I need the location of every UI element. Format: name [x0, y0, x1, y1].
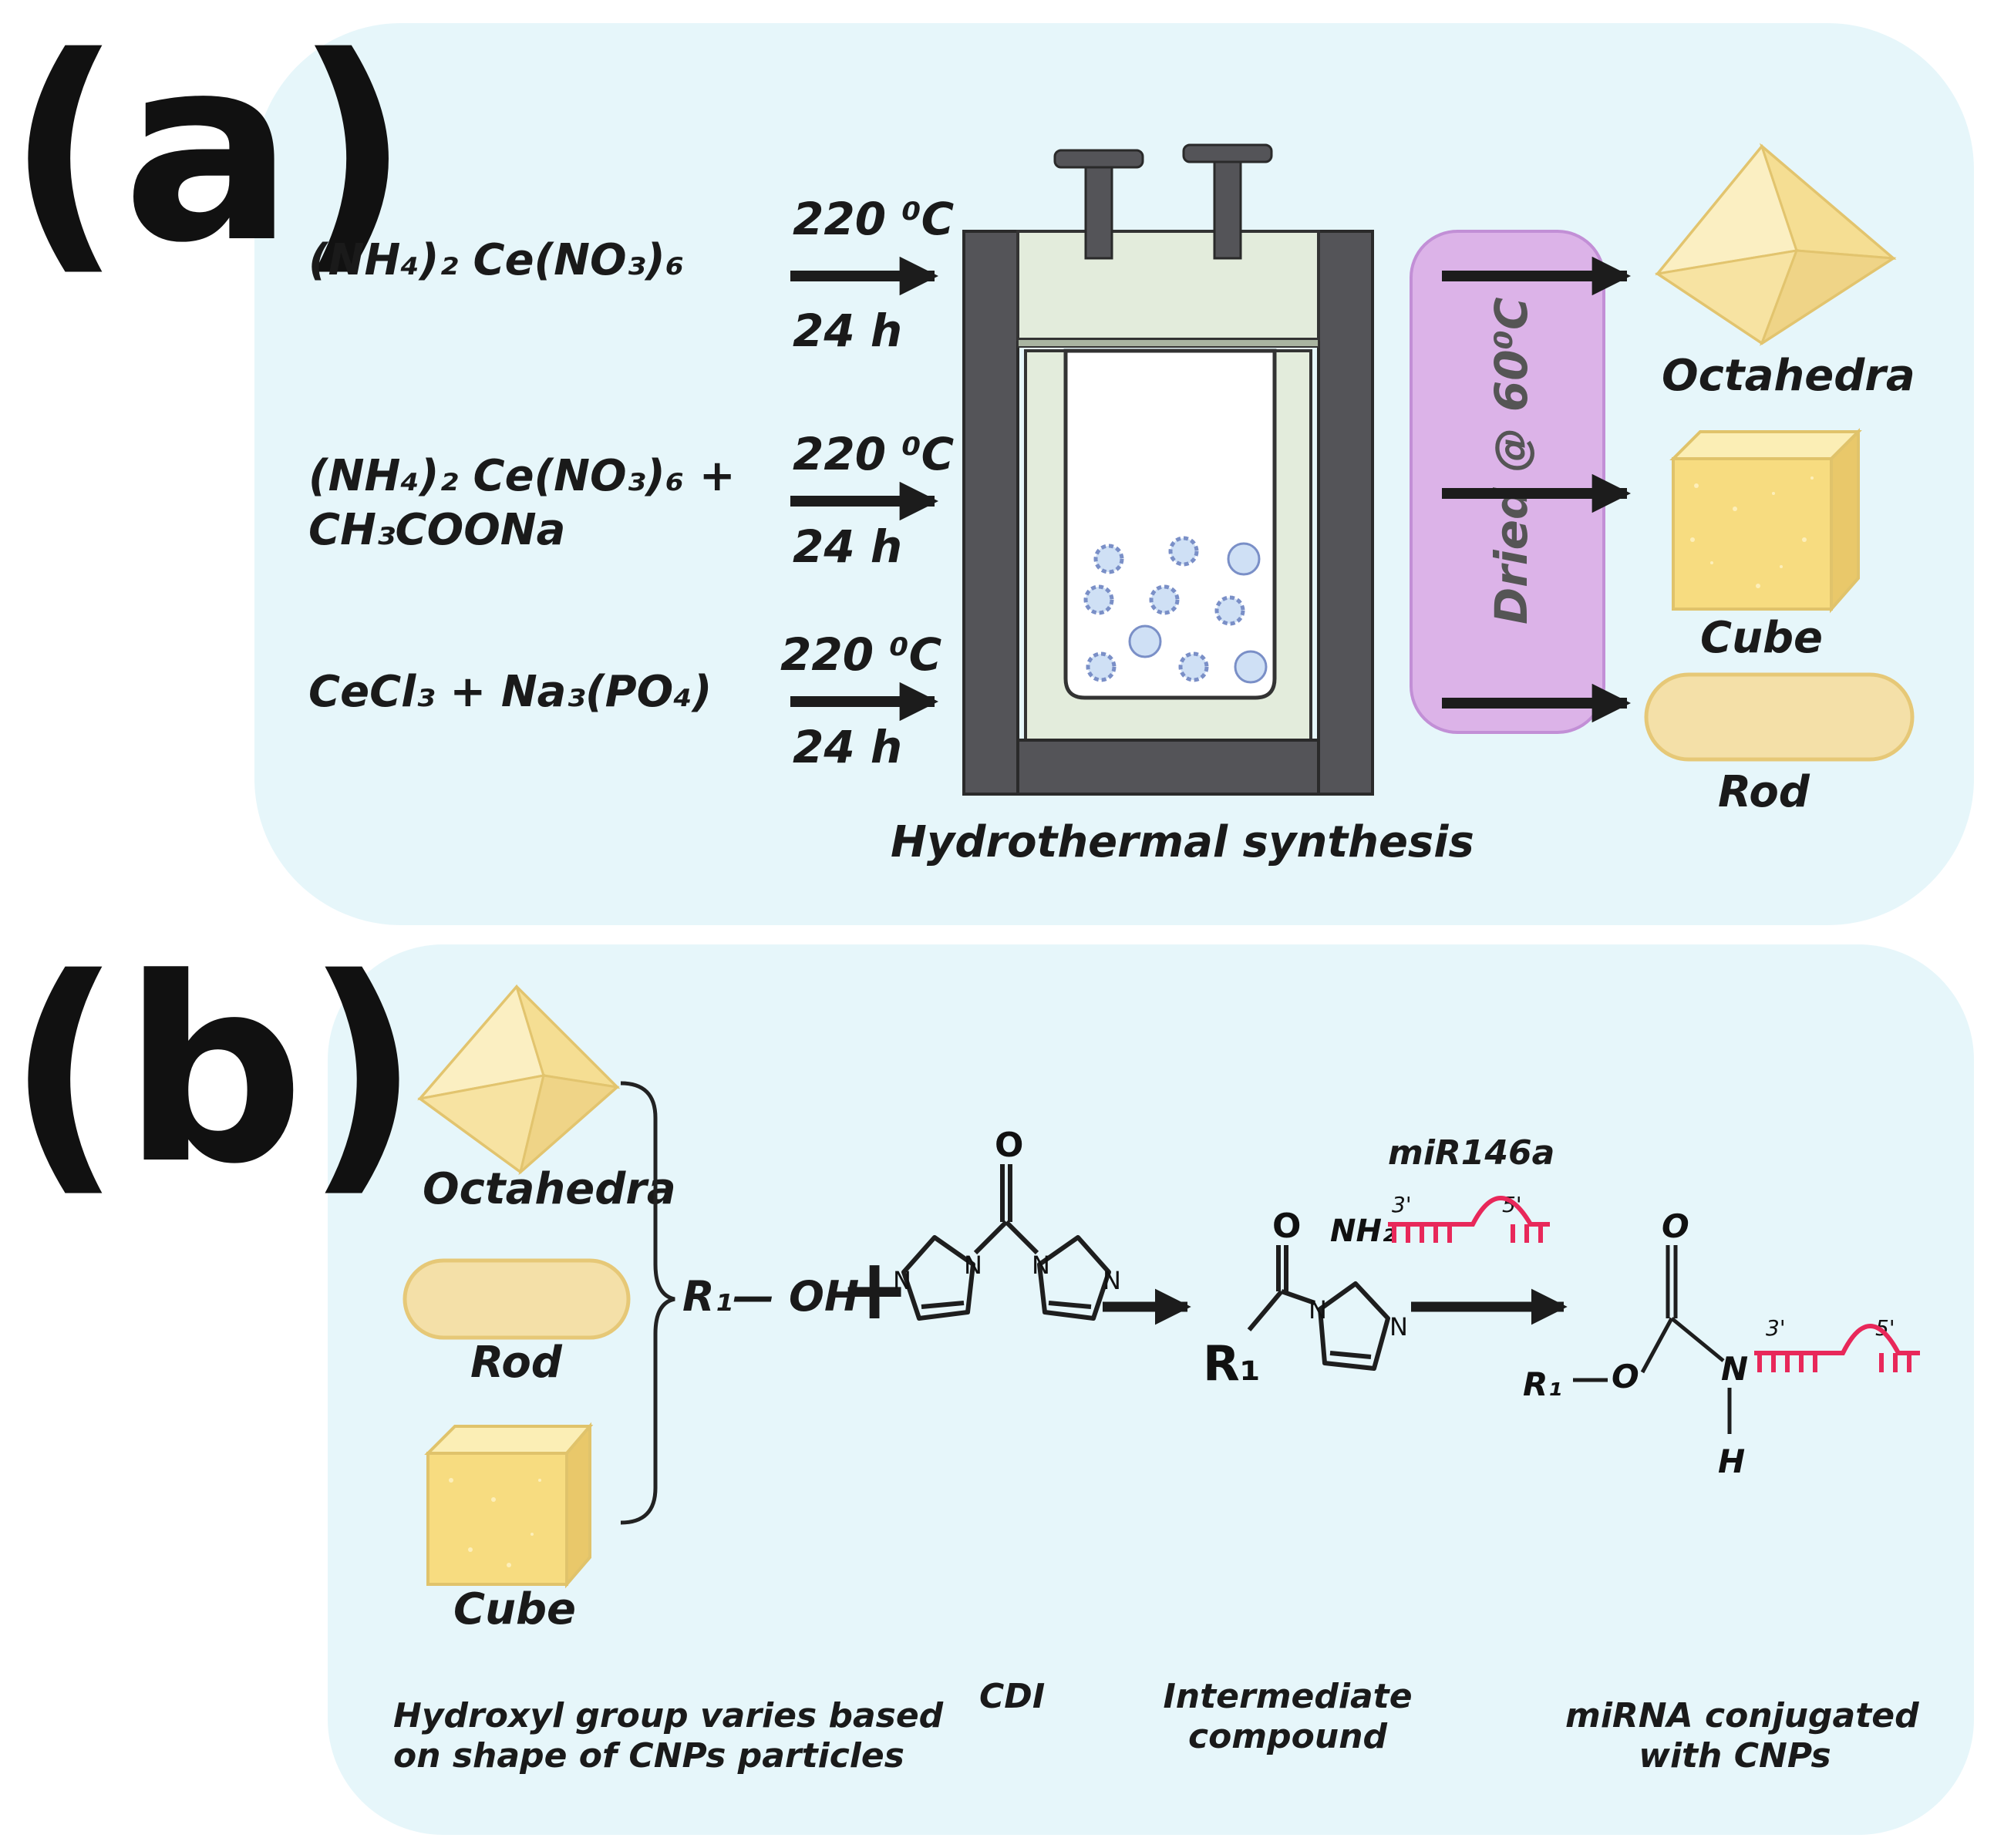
intermediate-r1: R₁	[1203, 1335, 1261, 1392]
caption-conjugated-line2: with CNPs	[1639, 1735, 1831, 1776]
mirna-strand-conjugated	[1754, 1324, 1920, 1372]
caption-intermediate-line2: compound	[1187, 1716, 1388, 1756]
mirna-3prime: 3'	[1392, 1192, 1412, 1217]
conjugate-carbonyl-oxygen: O	[1662, 1207, 1689, 1245]
reagent-3: CeCl₃ + Na₃(PO₄)	[308, 667, 712, 717]
r1-oh-group: R₁— OH	[682, 1272, 860, 1321]
caption-hydroxyl-line2: on shape of CNPs particles	[393, 1735, 904, 1776]
conjugate-ester-oxygen: O	[1612, 1358, 1639, 1395]
mirna-strand-free	[1388, 1196, 1550, 1243]
reagent-2-line1: (NH₄)₂ Ce(NO₃)₆ +	[308, 451, 736, 501]
cdi-nitrogen-2: N	[893, 1266, 911, 1295]
cdi-molecule	[901, 1164, 1111, 1321]
intermediate-nitrogen-2: N	[1389, 1312, 1408, 1341]
conjugate-molecule	[1573, 1245, 1732, 1434]
shape-label-rod: Rod	[470, 1338, 562, 1388]
cube-shape	[424, 1422, 594, 1589]
reagent-1: (NH₄)₂ Ce(NO₃)₆	[308, 235, 685, 285]
panel-b-letter: (b)	[6, 924, 421, 1220]
rod-shape	[403, 1258, 631, 1340]
mirna-nh2: NH₂	[1330, 1213, 1396, 1249]
panel-a-graphics: Dried @ 60⁰C	[790, 143, 1915, 796]
cdi-nitrogen-4: N	[1103, 1266, 1121, 1295]
plus-sign: +	[839, 1240, 911, 1338]
caption-intermediate: Intermediate compound	[1160, 1677, 1415, 1757]
panel-b-graphics: O N N N N R₁ O N N NH₂ 3' 5'	[403, 984, 1920, 1589]
cdi-nitrogen-1: N	[964, 1251, 982, 1280]
curly-brace	[620, 1081, 675, 1525]
panel-a-letter: (a)	[6, 2, 411, 298]
mirna-name: miR146a	[1388, 1133, 1555, 1173]
caption-cdi: CDI	[979, 1677, 1046, 1716]
conjugate-hydrogen: H	[1718, 1442, 1745, 1480]
intermediate-molecule	[1247, 1245, 1390, 1371]
conjugate-r1: R₁	[1523, 1365, 1562, 1403]
intermediate-oxygen: O	[1272, 1207, 1301, 1246]
cdi-carbonyl-oxygen: O	[995, 1126, 1023, 1165]
time-1: 24 h	[793, 305, 903, 357]
temp-3: 220 ⁰C	[780, 628, 942, 681]
rod-product	[1644, 672, 1915, 762]
time-2: 24 h	[793, 520, 903, 573]
intermediate-nitrogen-1: N	[1309, 1295, 1327, 1325]
octahedron-product	[1655, 143, 1897, 346]
autoclave-vessel	[962, 143, 1374, 796]
product-label-cube: Cube	[1700, 613, 1824, 663]
drying-label: Dried @ 60⁰C	[1485, 297, 1538, 624]
shape-label-octahedra: Octahedra	[423, 1164, 676, 1214]
shape-label-cube: Cube	[453, 1584, 577, 1634]
caption-hydroxyl-line1: Hydroxyl group varies based	[393, 1696, 944, 1735]
temp-2: 220 ⁰C	[793, 428, 955, 480]
caption-conjugated: miRNA conjugated with CNPs	[1565, 1696, 1919, 1776]
octahedron-shape	[417, 984, 621, 1176]
reagent-2-line2: CH₃COONa	[308, 505, 566, 555]
nanoparticle-cluster	[1083, 536, 1268, 684]
caption-intermediate-line1: Intermediate	[1163, 1677, 1413, 1716]
product-label-octahedra: Octahedra	[1662, 351, 1915, 401]
cube-product	[1669, 428, 1862, 614]
conjugate-3prime: 3'	[1766, 1315, 1786, 1341]
caption-conjugated-line1: miRNA conjugated	[1565, 1696, 1919, 1735]
temp-1: 220 ⁰C	[793, 193, 955, 245]
caption-hydroxyl: Hydroxyl group varies based on shape of …	[393, 1696, 944, 1776]
hydrothermal-caption: Hydrothermal synthesis	[891, 817, 1474, 867]
cdi-nitrogen-3: N	[1032, 1251, 1050, 1280]
time-3: 24 h	[793, 721, 903, 773]
conjugate-nitrogen: N	[1721, 1350, 1748, 1388]
product-label-rod: Rod	[1718, 767, 1810, 817]
